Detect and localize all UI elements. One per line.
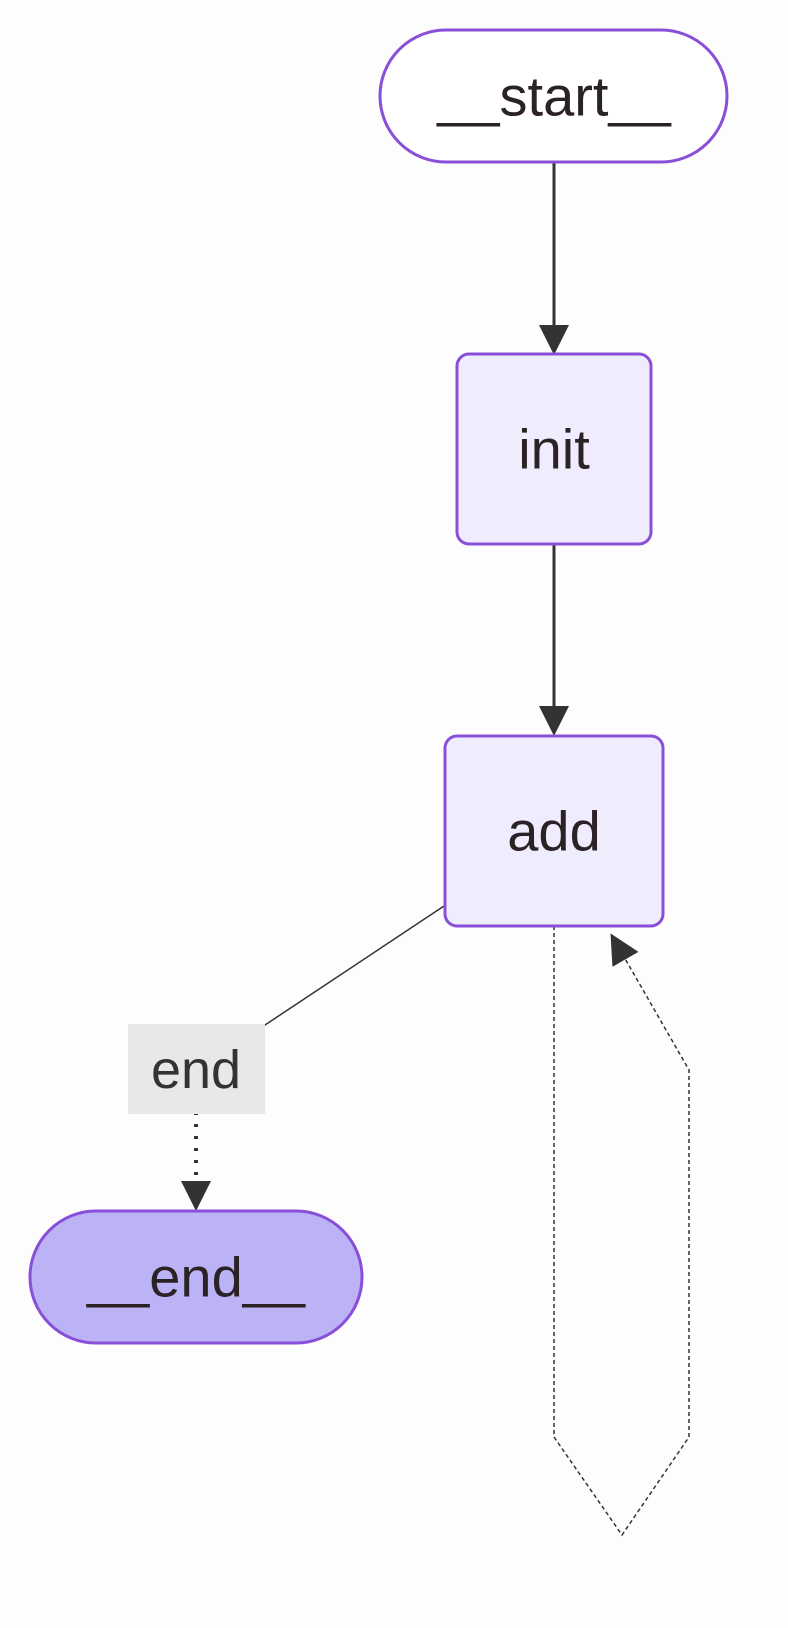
node-end[interactable]: __end__	[28, 1209, 364, 1345]
node-init-shape	[455, 352, 653, 546]
edge-label-end: end	[128, 1024, 265, 1114]
node-add-label: add	[507, 800, 600, 863]
node-init[interactable]: init	[455, 352, 653, 546]
node-start[interactable]: __start__	[378, 28, 729, 164]
node-start-label: __start__	[436, 65, 671, 128]
node-start-shape	[378, 28, 729, 164]
node-init-label: init	[518, 418, 590, 481]
edge-label-text: end	[151, 1040, 241, 1100]
node-add[interactable]: add	[443, 734, 665, 928]
node-end-label: __end__	[86, 1246, 306, 1309]
node-add-shape	[443, 734, 665, 928]
edge-add-self-loop	[553, 926, 690, 1537]
edge-add-to-end-line	[261, 905, 445, 1028]
edge-label-background	[128, 1024, 265, 1114]
node-end-shape	[28, 1209, 364, 1345]
